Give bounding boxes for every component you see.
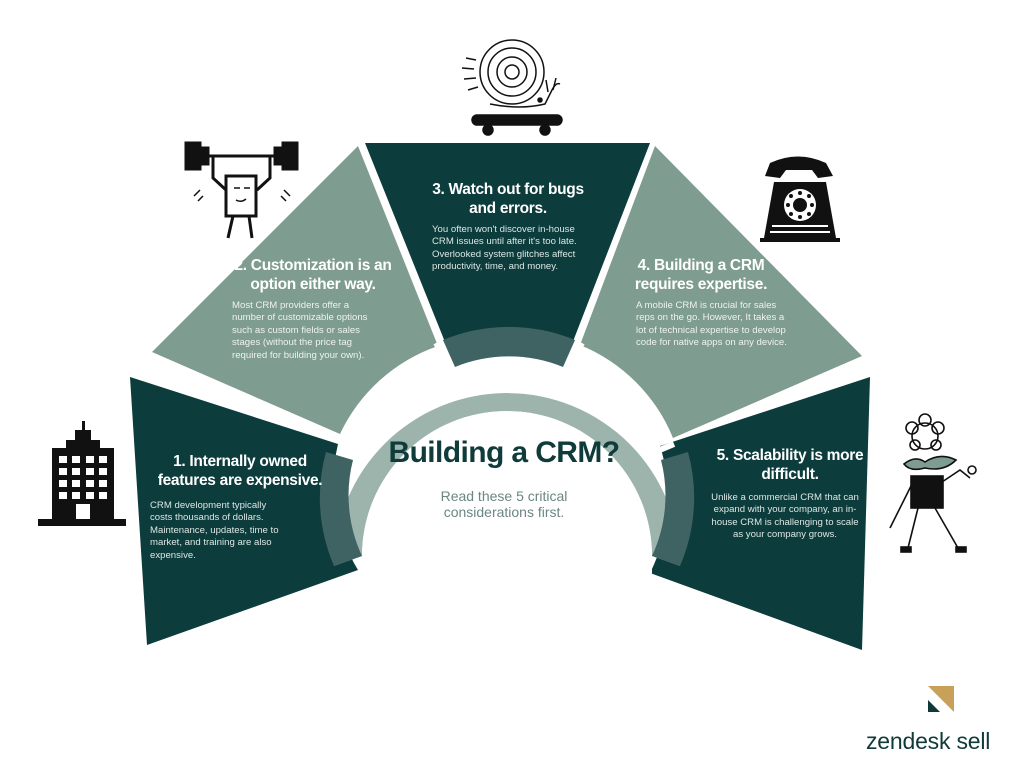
brand-wordmark: zendesk sell [866,728,991,754]
segment-4-wedge [580,146,862,438]
walking-character-icon [889,413,977,553]
rotary-phone-icon [760,156,840,242]
center-title: Building a CRM? [388,436,621,469]
segment-1-wedge [130,377,358,645]
ring-seg-1 [319,452,362,566]
inner-ring-band [334,393,680,566]
segment-2-wedge [152,146,438,434]
segment-5-wedge [650,377,870,650]
snail-on-skateboard-icon [461,39,563,136]
center-disk [362,411,652,600]
segment-3-wedge [365,143,650,344]
weightlifter-icon [184,141,299,239]
office-building-icon [38,421,126,526]
ring-seg-3 [443,326,575,367]
ring-seg-5 [652,452,695,566]
zendesk-logo-icon [928,686,954,712]
